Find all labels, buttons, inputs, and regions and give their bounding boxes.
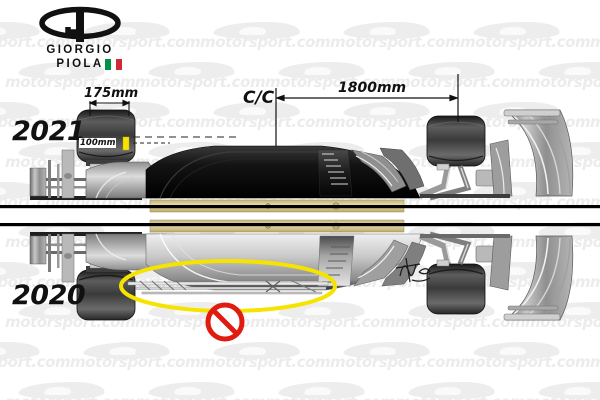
floor-cut-marker xyxy=(122,136,130,151)
diffuser-top-2021 xyxy=(420,194,510,198)
gp-monogram-icon xyxy=(39,6,121,42)
dimension-label-tyre-width: 175mm xyxy=(84,86,139,101)
rear-wing-2021 xyxy=(489,109,574,197)
rear-tyre-2020 xyxy=(426,263,486,315)
rear-wing-2020 xyxy=(489,235,574,321)
dimension-label-track-width: 1800mm xyxy=(338,80,407,96)
centreline-upper xyxy=(0,205,600,209)
car-half-2020 xyxy=(29,219,574,321)
car-half-2021 xyxy=(29,109,574,213)
dimension-label-floor-cut: 100mm xyxy=(79,138,117,148)
dimension-label-centre-to-centre: C/C xyxy=(243,88,275,108)
giorgio-piola-logo: GIORGIO PIOLA xyxy=(34,6,126,74)
rear-suspension-2020 xyxy=(418,231,472,267)
logo-line-1: GIORGIO xyxy=(46,44,114,56)
year-label-2021: 2021 xyxy=(12,116,86,147)
front-tyre-2020 xyxy=(76,263,136,321)
italian-flag-icon xyxy=(105,59,122,70)
rear-suspension-2021 xyxy=(418,163,472,201)
floor-slots-2020 xyxy=(127,279,329,295)
diffuser-2020 xyxy=(420,234,510,238)
centreline-lower xyxy=(0,223,600,227)
rear-tyre-2021 xyxy=(426,115,486,167)
year-label-2020: 2020 xyxy=(12,280,86,311)
